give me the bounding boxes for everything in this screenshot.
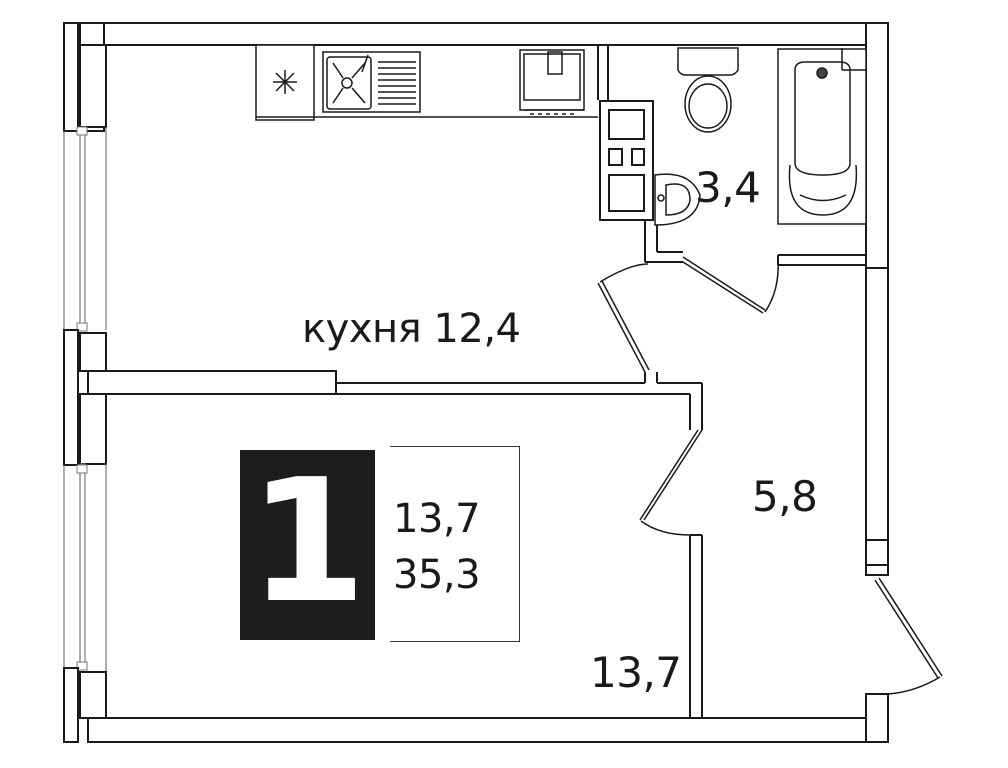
washbasin-icon [654,173,701,226]
bathroom-area-label: 3,4 [695,163,761,212]
area-summary-box [390,446,520,642]
sink-icon [322,51,421,113]
room-count: 1 [248,443,367,641]
hallway-area-label: 5,8 [752,472,818,521]
bathtub-icon [777,48,867,225]
room-count-badge: 1 [240,450,375,640]
left-wall [63,22,703,743]
outer-walls [87,22,889,743]
vent-shaft [599,100,654,221]
living-room-area-label: 13,7 [590,648,682,697]
toilet-icon [677,47,739,133]
stove-icon [519,49,585,115]
living-area-value: 13,7 [393,496,481,542]
kitchen-area-label: кухня 12,4 [302,306,521,352]
doors [597,256,943,695]
fridge-icon [273,70,297,94]
total-area-value: 35,3 [393,552,481,598]
